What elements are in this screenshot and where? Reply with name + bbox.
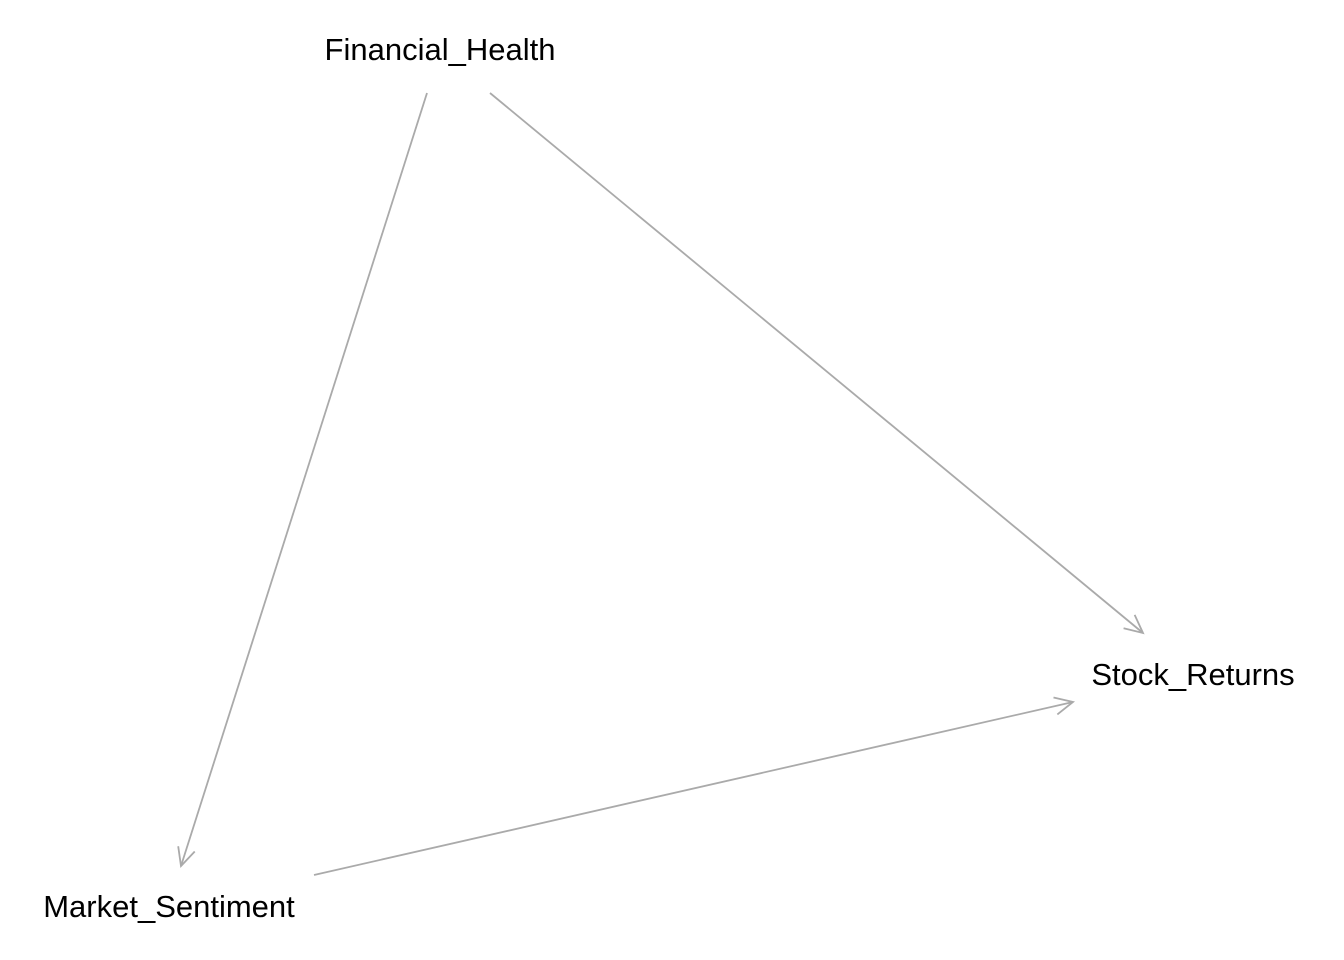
arrowhead — [177, 846, 196, 868]
edge-market-sentiment-to-stock-returns — [313, 696, 1076, 876]
edge-line — [313, 701, 1074, 876]
edge-financial-health-to-stock-returns — [489, 92, 1145, 635]
arrowhead — [1053, 696, 1076, 716]
edge-line — [489, 92, 1144, 634]
node-label-financial-health: Financial_Health — [325, 32, 556, 67]
arrowhead — [1123, 614, 1145, 635]
edge-layer — [177, 92, 1145, 876]
node-layer: Financial_Health Market_Sentiment Stock_… — [43, 32, 1294, 924]
edge-line — [180, 92, 428, 867]
node-label-market-sentiment: Market_Sentiment — [43, 889, 295, 924]
node-label-stock-returns: Stock_Returns — [1091, 657, 1294, 692]
edge-financial-health-to-market-sentiment — [177, 92, 428, 868]
